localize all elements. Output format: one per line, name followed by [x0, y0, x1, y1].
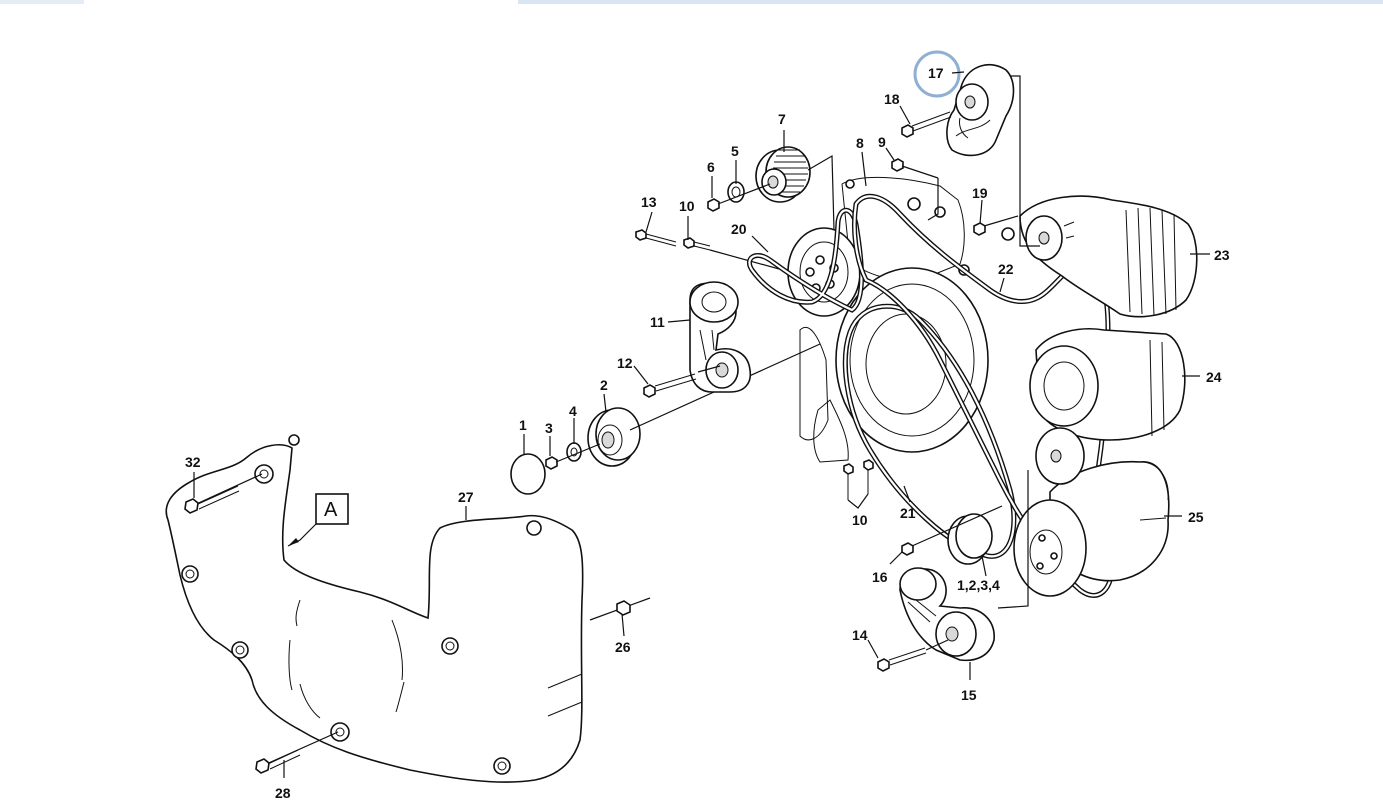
callout-9[interactable]: 9: [878, 134, 886, 150]
leader-17-bracket: [1010, 75, 1040, 247]
callout-24[interactable]: 24: [1206, 369, 1222, 385]
bolt-28: [255, 731, 339, 774]
tensioner-15: [899, 567, 995, 662]
callout-13[interactable]: 13: [641, 194, 657, 210]
bolt-3: [545, 443, 601, 470]
bolt-14: [877, 639, 949, 672]
bolt-18: [901, 111, 952, 138]
belt-21: [842, 303, 1017, 559]
callout-25[interactable]: 25: [1188, 509, 1204, 525]
callout-7[interactable]: 7: [778, 111, 786, 127]
callout-18[interactable]: 18: [884, 91, 900, 107]
callout-23[interactable]: 23: [1214, 247, 1230, 263]
callout-1[interactable]: 1: [519, 417, 527, 433]
water-pump-25: [1013, 427, 1170, 597]
view-a-label: A: [324, 499, 338, 521]
callout-16[interactable]: 16: [872, 569, 888, 585]
top-strip-left: [0, 0, 84, 4]
callout-21[interactable]: 21: [900, 505, 916, 521]
callout-14[interactable]: 14: [852, 627, 868, 643]
pulley-7: [755, 146, 811, 203]
callout-2[interactable]: 2: [600, 377, 608, 393]
leader-15-bracket: [997, 470, 1029, 609]
tensioner-11: [689, 281, 752, 393]
callout-10-upper[interactable]: 10: [679, 198, 695, 214]
callout-12[interactable]: 12: [617, 355, 633, 371]
crank-pulley: [835, 267, 989, 453]
callout-17[interactable]: 17: [928, 65, 944, 81]
nut-26: [589, 597, 651, 621]
bolt-32: [184, 473, 263, 514]
callout-leaders: [193, 71, 1210, 778]
callout-20[interactable]: 20: [731, 221, 747, 237]
bolt-10-lower: [843, 459, 874, 509]
callout-28[interactable]: 28: [275, 785, 291, 801]
bolt-12: [643, 365, 721, 398]
bolt-9: [891, 158, 939, 221]
callout-22[interactable]: 22: [998, 261, 1014, 277]
callout-19[interactable]: 19: [972, 185, 988, 201]
bolt-10-upper: [683, 237, 791, 273]
callout-4[interactable]: 4: [569, 403, 577, 419]
leader-7-bracket: [807, 154, 835, 231]
callout-11[interactable]: 11: [650, 314, 665, 330]
bolt-13: [635, 229, 677, 247]
alternator-23: [1001, 195, 1198, 318]
callout-15[interactable]: 15: [961, 687, 977, 703]
idler-pulley-lower: [947, 513, 993, 565]
compressor-24: [1029, 328, 1186, 441]
cover-plate: [165, 434, 584, 783]
callout-5[interactable]: 5: [731, 143, 739, 159]
callout-32[interactable]: 32: [185, 454, 201, 470]
highlight-circle-17[interactable]: [913, 50, 961, 98]
callout-1234[interactable]: 1,2,3,4: [957, 577, 1000, 593]
bolt-6: [707, 183, 771, 212]
callout-27[interactable]: 27: [458, 489, 474, 505]
top-strip-right: [518, 0, 1383, 4]
callout-8[interactable]: 8: [856, 135, 864, 151]
callout-10-lower[interactable]: 10: [852, 512, 868, 528]
cap-1: [510, 453, 546, 495]
callout-6[interactable]: 6: [707, 159, 715, 175]
leader-1234: [981, 555, 987, 577]
callout-3[interactable]: 3: [545, 420, 553, 436]
idler-pulley-2: [587, 407, 641, 467]
callout-26[interactable]: 26: [615, 639, 631, 655]
tensioner-17: [946, 63, 1015, 157]
view-a-marker: A: [287, 493, 349, 547]
